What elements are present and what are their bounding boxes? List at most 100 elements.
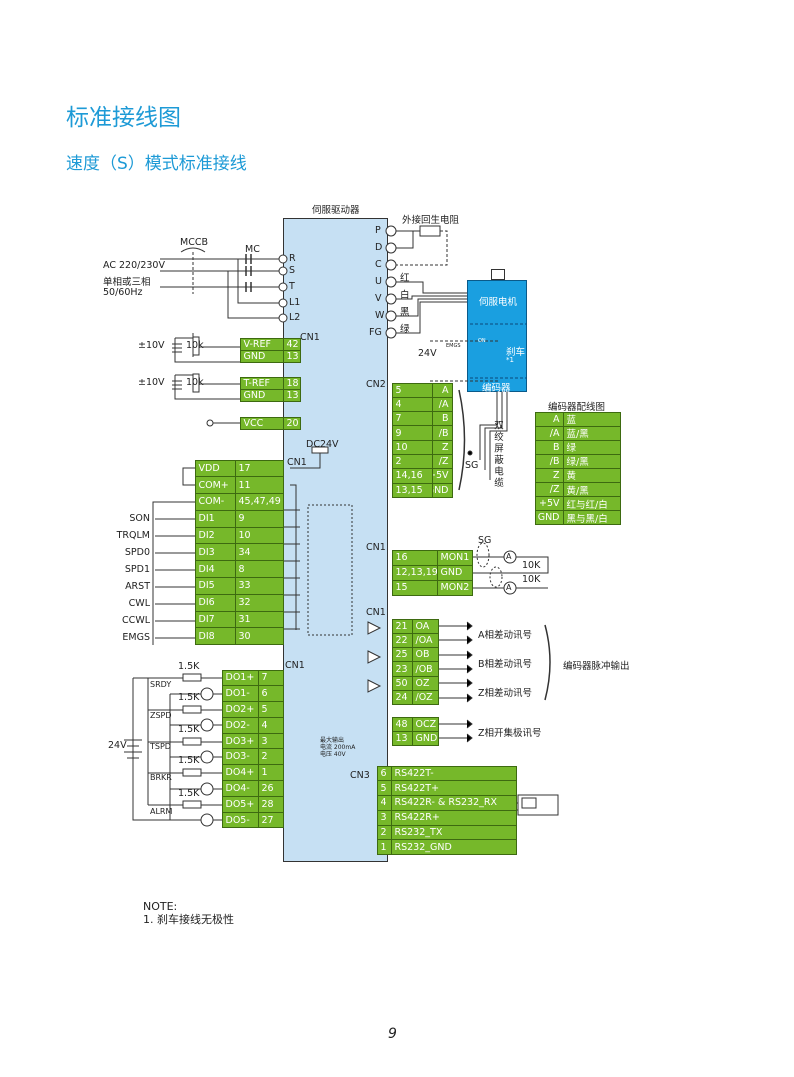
di-signal-label: SPD0	[124, 547, 150, 558]
terminal-cell: GND	[239, 388, 284, 402]
di-signal-label: ARST	[125, 581, 150, 592]
terminal-cell: 3	[257, 732, 284, 750]
connector-label: CN1	[366, 542, 386, 553]
terminal-cell: DO4-	[221, 780, 259, 797]
terminal-cell: 黄	[562, 467, 621, 483]
motor-terminal-label: FG	[369, 327, 382, 338]
max-output-note: 最大输出	[320, 737, 345, 744]
terminal-cell: 33	[234, 577, 284, 595]
brake-label: 刹车	[506, 347, 526, 358]
supply-label: 50/60Hz	[103, 287, 143, 298]
power-wires	[160, 247, 280, 319]
emgs-small: EMGS	[446, 343, 461, 349]
terminal-cell: DI7	[194, 610, 236, 629]
power-terminal-label: S	[289, 265, 296, 276]
do-supply-label: 24V	[108, 740, 127, 751]
terminal-cell: 21	[391, 618, 413, 634]
analog-voltage: ±10V	[138, 377, 165, 388]
digital-output-wires	[124, 673, 222, 827]
page-title: 标准接线图	[66, 105, 181, 131]
terminal-cell: 绿/黑	[562, 453, 621, 469]
supply-label: AC 220/230V	[103, 260, 165, 271]
terminal-cell: B	[534, 439, 564, 455]
motor-terminal-label: D	[375, 242, 383, 253]
do-signal-label: ZSPD	[150, 711, 172, 720]
di-signal-label: SPD1	[124, 564, 150, 575]
terminal-cell: 黑与黑/白	[562, 510, 621, 526]
terminal-cell: 28	[257, 795, 284, 813]
terminal-cell: /A	[534, 425, 564, 441]
pulse-label: B相差动讯号	[478, 659, 533, 670]
connector-label: CN1	[285, 660, 305, 671]
terminal-cell: DO5-	[221, 811, 259, 829]
motor-terminals	[385, 225, 397, 339]
terminal-cell: DO3+	[221, 732, 259, 750]
motor-terminal-label: W	[375, 310, 385, 321]
terminal-cell: RS232_TX	[390, 824, 517, 841]
terminal-cell: GND	[534, 510, 564, 526]
terminal-cell: /B	[431, 425, 453, 441]
page-subtitle: 速度（S）模式标准接线	[66, 154, 247, 174]
terminal-cell: 2	[376, 824, 392, 841]
terminal-cell: DI1	[194, 509, 236, 528]
analog-pot: 10k	[186, 377, 204, 388]
terminal-cell: MON1	[436, 549, 473, 566]
terminal-cell: GND	[239, 349, 284, 363]
brake-note: *1	[506, 356, 514, 364]
terminal-cell: VCC	[239, 416, 284, 430]
terminal-cell: 16	[391, 549, 438, 566]
max-output-note: 电压 40V	[320, 751, 346, 758]
terminal-cell: OB	[411, 647, 439, 663]
ocz-label: Z相开集极讯号	[478, 728, 542, 739]
mccb-label: MCCB	[180, 237, 208, 248]
digital-input-wires	[152, 446, 353, 645]
terminal-cell: 5	[257, 701, 284, 718]
encoder-label: 编码器	[482, 383, 511, 394]
di-signal-label: TRQLM	[116, 530, 150, 541]
terminal-cell: OA	[411, 618, 439, 634]
terminal-cell: 32	[234, 593, 284, 612]
terminal-cell: DI8	[194, 627, 236, 646]
terminal-cell: VDD	[194, 459, 236, 478]
power-terminal-label: L2	[289, 312, 301, 323]
terminal-cell: 3	[376, 809, 392, 826]
terminal-cell: 30	[234, 627, 284, 646]
encoder-wiring-title: 编码器配线图	[548, 402, 606, 413]
di-signal-label: CCWL	[122, 615, 150, 626]
terminal-cell: 绿	[562, 439, 621, 455]
terminal-cell: 34	[234, 543, 284, 562]
terminal-cell: GND	[431, 482, 453, 498]
terminal-cell: RS422R- & RS232_RX	[390, 795, 517, 811]
do-signal-label: ALRM	[150, 807, 173, 816]
motor-shaft	[491, 269, 505, 280]
terminal-cell: /Z	[534, 481, 564, 498]
do-resistor-label: 1.5K	[178, 788, 200, 799]
terminal-cell: DI4	[194, 560, 236, 579]
do-signal-label: BRKR	[150, 773, 172, 782]
monitor-sg: SG	[478, 535, 492, 546]
terminal-cell: 23	[391, 661, 413, 677]
terminal-cell: DO5+	[221, 795, 259, 813]
meter-icon: A	[506, 583, 512, 592]
terminal-cell: /OZ	[411, 689, 439, 706]
terminal-cell: MON2	[436, 579, 473, 596]
cable-label: 双绞屏蔽电缆	[492, 420, 503, 489]
terminal-cell: 蓝	[562, 411, 621, 427]
terminal-cell: Z	[431, 439, 453, 455]
wire-color-label: 绿	[400, 324, 410, 335]
servo-driver-box	[283, 218, 388, 862]
terminal-cell: 13	[391, 730, 413, 746]
terminal-cell: 15	[391, 579, 438, 596]
terminal-cell: 22	[391, 632, 413, 649]
terminal-cell: /OB	[411, 661, 439, 677]
terminal-cell: 13,15	[391, 482, 433, 498]
supply-label: 单相或三相	[103, 277, 151, 288]
terminal-cell: 27	[257, 811, 284, 829]
terminal-cell: RS232_GND	[390, 839, 517, 856]
